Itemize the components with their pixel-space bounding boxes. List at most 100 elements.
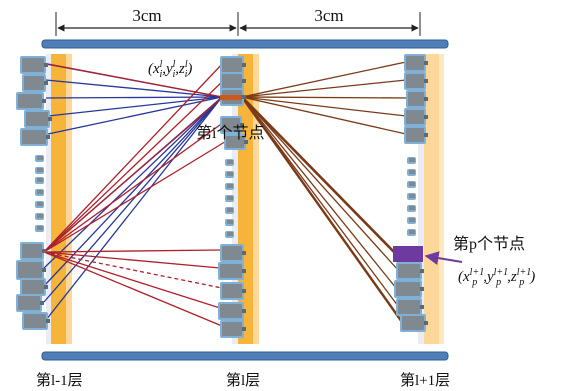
red-line-down-2 [43,251,223,289]
right-chip-top-1 [404,72,428,90]
middle-dot-3-body [227,196,233,200]
middle-chip-bottom-0-body [222,246,242,260]
middle-chip-top-4-pin [244,140,248,144]
left-dot-3 [35,189,44,196]
middle-chip-bottom-4-body [222,322,242,336]
right-chip-top-4-pin [424,133,428,137]
left-chip-bottom-2-body [22,280,44,294]
middle-dot-1 [225,171,234,178]
left-chip-bottom-3-pin [40,301,44,305]
middle-chip-bottom-2-pin [242,289,246,293]
right-chip-bottom-0 [396,262,424,280]
right-dot-2 [407,181,416,188]
left-dot-5 [35,213,44,220]
left-chip-top-3-pin [48,117,52,121]
right-chip-bottom-3-pin [424,321,428,325]
right-chip-bottom-0-pin [420,269,424,273]
left-chip-top-1 [22,74,48,92]
layer-column-left [46,54,72,344]
middle-dot-2 [225,183,234,190]
left-chip-bottom-4 [22,312,50,330]
middle-chip-bottom-1 [218,262,246,280]
left-chip-top-0-body [22,58,44,72]
blue-line-top-1 [45,79,223,98]
middle-chip-bottom-3-body [220,304,242,318]
left-chip-bottom-2-pin [44,285,48,289]
right-dot-0 [407,157,416,164]
node-p-marker [393,246,423,262]
red-line-down-1 [43,251,221,269]
left-chip-top-2 [16,92,46,110]
right-chip-top-0 [404,54,428,72]
middle-chip-bottom-0 [220,244,246,262]
brown-line-top-4 [241,96,407,135]
right-dot-5-body [409,218,415,222]
middle-chip-bottom-2 [220,282,246,300]
top-rail [41,39,449,49]
left-chip-bottom-0-body [22,244,42,258]
sensor-chips [16,54,428,338]
right-dot-0-body [409,158,415,162]
left-chip-bottom-1-body [18,262,42,278]
brown-line-top-0 [241,61,407,98]
middle-chip-top-1 [220,72,246,90]
left-chip-top-1-body [24,76,44,90]
middle-chip-top-3-pin [240,123,244,127]
left-dot-2 [35,177,44,184]
left-chip-top-2-pin [42,99,46,103]
right-chip-top-2-pin [424,97,428,101]
left-dot-1 [35,167,44,174]
middle-chip-bottom-1-pin [242,269,246,273]
layer-label-middle: 第l层 [226,371,260,389]
left-chip-bottom-0 [20,242,46,260]
left-chip-top-4-body [22,130,46,144]
brown-line-bottom-1 [241,96,399,271]
middle-dot-5 [225,219,234,226]
middle-dot-4-body [227,208,233,212]
red-line-up-0 [43,61,225,253]
left-chip-bottom-1 [16,260,46,280]
left-dot-4 [35,201,44,208]
right-dot-4 [407,205,416,212]
left-chip-top-1-pin [44,81,48,85]
right-chip-top-3 [404,108,428,126]
left-chip-top-3 [24,110,52,128]
right-chip-top-1-pin [424,79,428,83]
brown-line-top-2 [241,96,409,99]
left-dot-6-body [37,226,43,230]
left-dot-3-body [37,190,43,194]
left-chip-bottom-4-body [24,314,46,328]
middle-chip-top-4-body [226,136,244,148]
right-chip-top-2-body [408,92,424,106]
red-line-up-4 [43,139,229,253]
middle-dot-3 [225,195,234,202]
connection-lines [43,61,409,327]
right-chip-bottom-2 [396,298,424,316]
left-dot-0-body [37,156,43,160]
left-dot-5-body [37,214,43,218]
brown-line-top-1 [241,79,407,98]
red-line-up-1 [43,79,225,253]
red-line-down-4 [43,251,223,327]
middle-chip-top-4 [224,134,248,150]
brown-line-emph-b [241,96,403,323]
node-i-marker [220,95,242,100]
right-dot-1-body [409,170,415,174]
middle-chip-bottom-3 [218,302,246,320]
red-line-down-3 [43,251,221,309]
dimension-right-label: 3cm [314,6,343,25]
right-chip-top-2 [406,90,428,108]
left-chip-top-0 [20,56,48,74]
right-dot-2-body [409,182,415,186]
red-line-top-to-hub [47,63,223,98]
blue-line-bottom-1 [43,96,223,269]
middle-dot-5-body [227,220,233,224]
bottom-rail [41,351,449,361]
right-chip-bottom-2-pin [420,305,424,309]
right-chip-bottom-2-body [398,300,420,314]
left-chip-top-3-body [26,112,48,126]
right-dot-6-body [409,230,415,234]
